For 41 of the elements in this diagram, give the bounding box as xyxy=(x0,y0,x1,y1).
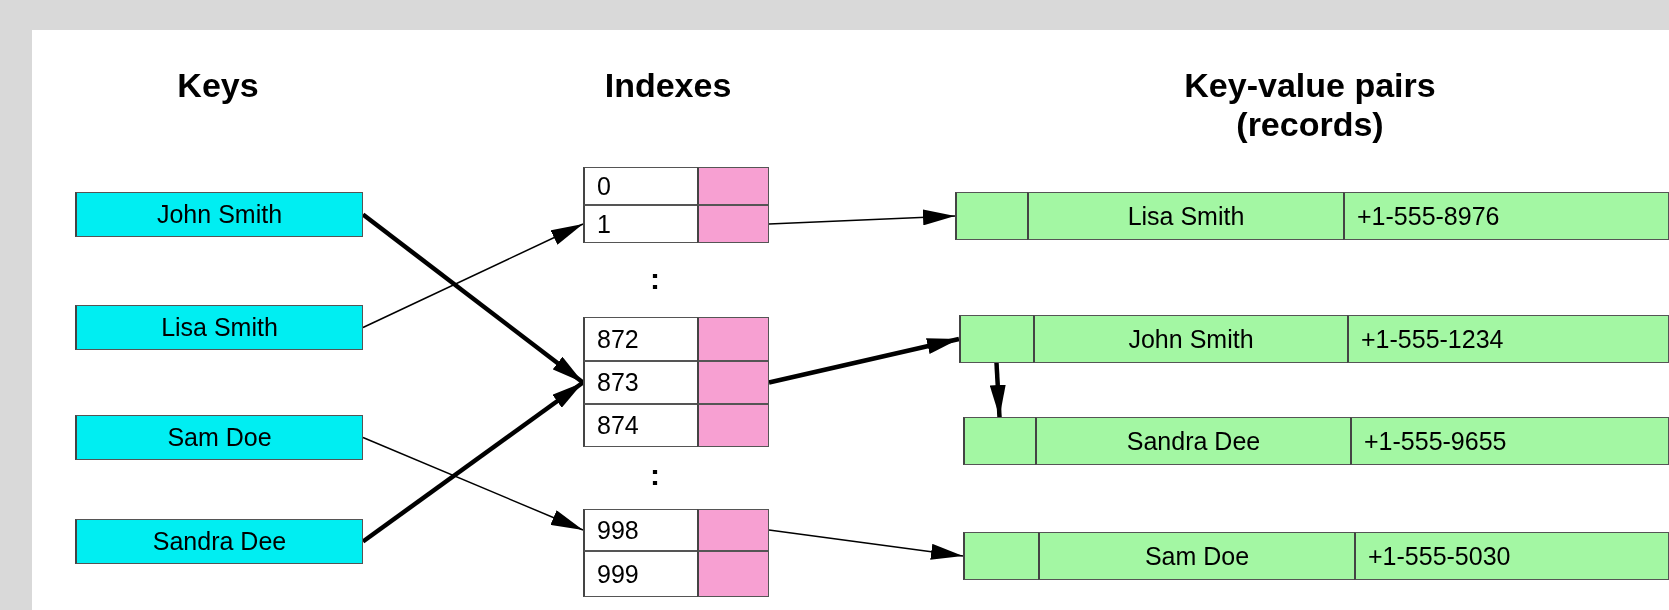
index-cell: 874 xyxy=(583,404,698,447)
arrow xyxy=(768,209,956,226)
arrow xyxy=(989,362,1006,418)
key-box: Sam Doe xyxy=(75,415,363,460)
arrow xyxy=(362,223,584,329)
bucket-slot xyxy=(697,205,769,243)
bucket-slot xyxy=(697,361,769,404)
record-name: Sam Doe xyxy=(1038,532,1355,580)
bucket-slot xyxy=(697,317,769,361)
bucket-slot xyxy=(697,509,769,551)
index-cell: 998 xyxy=(583,509,698,551)
pointer-slot xyxy=(963,417,1036,465)
record-phone: +1-555-1234 xyxy=(1347,315,1669,363)
key-box: John Smith xyxy=(75,192,363,237)
arrow xyxy=(768,529,964,560)
bucket-slot xyxy=(697,551,769,597)
index-cell: 0 xyxy=(583,167,698,205)
bucket-slot xyxy=(697,404,769,447)
ellipsis-mark: : xyxy=(649,262,661,296)
column-heading: Indexes xyxy=(603,66,733,105)
index-cell: 872 xyxy=(583,317,698,361)
key-box: Lisa Smith xyxy=(75,305,363,350)
key-box: Sandra Dee xyxy=(75,519,363,564)
record-phone: +1-555-9655 xyxy=(1350,417,1669,465)
record-phone: +1-555-8976 xyxy=(1343,192,1669,240)
arrow xyxy=(362,436,584,531)
pointer-slot xyxy=(959,315,1034,363)
bucket-slot xyxy=(697,167,769,205)
record-name: John Smith xyxy=(1033,315,1348,363)
pointer-slot xyxy=(963,532,1039,580)
arrow xyxy=(768,336,960,385)
index-cell: 999 xyxy=(583,551,698,597)
pointer-slot xyxy=(955,192,1028,240)
index-cell: 873 xyxy=(583,361,698,404)
record-name: Sandra Dee xyxy=(1035,417,1351,465)
index-cell: 1 xyxy=(583,205,698,243)
record-name: Lisa Smith xyxy=(1027,192,1344,240)
column-heading: Keys xyxy=(176,66,260,105)
ellipsis-mark: : xyxy=(649,458,661,492)
record-phone: +1-555-5030 xyxy=(1354,532,1669,580)
column-heading: Key-value pairs (records) xyxy=(1183,66,1437,144)
